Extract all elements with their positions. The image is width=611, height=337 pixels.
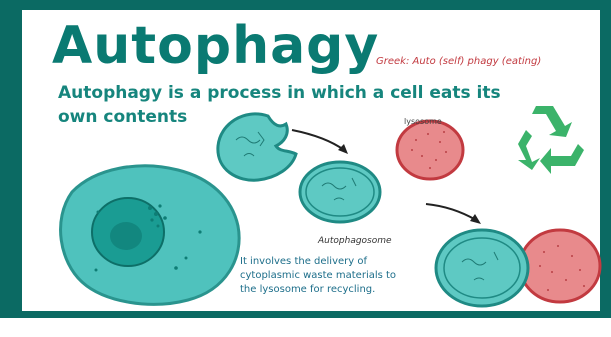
cell-illustration — [61, 166, 240, 305]
description-line-2: cytoplasmic waste materials to — [240, 270, 396, 281]
nucleolus — [110, 222, 142, 250]
autophagosome-illustration — [300, 162, 380, 222]
description-line-1: It involves the delivery of — [240, 256, 367, 267]
page-title: Autophagy — [52, 16, 379, 76]
lysosome-illustration — [397, 121, 463, 179]
definition-line-1: Autophagy is a process in which a cell e… — [58, 83, 501, 103]
lysosome-label: lysosome — [404, 117, 442, 126]
definition-line-2: own contents — [58, 107, 187, 127]
autophagosome-label: Autophagosome — [318, 236, 392, 246]
etymology-subtitle: Greek: Auto (self) phagy (eating) — [376, 56, 541, 67]
description-line-3: the lysosome for recycling. — [240, 284, 375, 295]
